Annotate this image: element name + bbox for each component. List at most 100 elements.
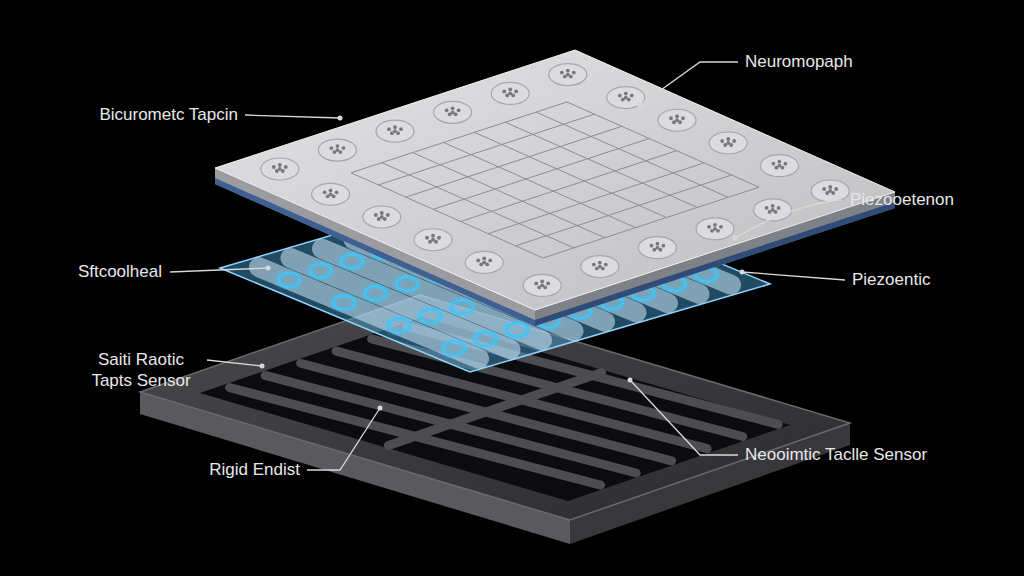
grid-line — [444, 142, 636, 227]
pad-dot — [598, 265, 602, 269]
pad-dot — [618, 94, 622, 98]
grid-line — [351, 102, 567, 173]
pad-dot — [777, 206, 781, 210]
sensor-pad — [376, 120, 414, 142]
leader-dots — [260, 103, 745, 411]
grid-line — [505, 122, 697, 207]
glow-ring — [451, 300, 473, 314]
sensor-pad — [709, 132, 747, 154]
sensor-pad — [312, 183, 350, 205]
glow-ring — [365, 286, 387, 300]
grid-line — [406, 126, 622, 197]
pad-dot — [675, 114, 679, 118]
sensor-pad — [760, 155, 798, 177]
pad-dot — [323, 190, 327, 194]
sensor-pad — [434, 101, 472, 123]
sensor-pad — [318, 139, 356, 161]
leader-line — [245, 115, 340, 118]
sensor-pad — [696, 218, 734, 240]
sensor-pad — [638, 237, 676, 259]
pad-dot — [387, 127, 391, 131]
grid-line — [536, 112, 728, 197]
pad-dot — [445, 108, 449, 112]
pad-dot — [393, 125, 397, 129]
pad-dot — [482, 257, 486, 261]
pad-dot — [572, 71, 576, 75]
pad-dot — [508, 92, 512, 96]
glow-ring — [443, 341, 465, 355]
pad-dot — [508, 88, 512, 92]
grid-line — [488, 163, 704, 234]
pad-dot — [374, 213, 378, 217]
pad-dot — [771, 204, 775, 208]
pad-dot — [437, 236, 441, 240]
pad-dot — [534, 282, 538, 286]
leader-line — [742, 272, 845, 280]
pad-dot — [822, 187, 826, 191]
pad-dot — [336, 148, 340, 152]
pad-dot — [592, 263, 596, 267]
part-label: Saiti Raotic Tapts Sensor — [82, 349, 200, 392]
pad-dot — [566, 73, 570, 77]
pad-dot — [342, 146, 346, 150]
pad-dot — [335, 190, 339, 194]
frame-strut — [336, 351, 707, 449]
pad-dot — [482, 261, 486, 265]
pad-dot — [828, 185, 832, 189]
pad-dot — [329, 192, 333, 196]
pad-dot — [457, 108, 461, 112]
grid-line — [433, 139, 649, 210]
glow-ring — [341, 254, 363, 268]
glow-ring — [506, 323, 528, 337]
grid-line — [567, 102, 759, 187]
pad-dot — [278, 163, 282, 167]
pad-dot — [329, 188, 333, 192]
leader-dot — [733, 236, 738, 241]
glow-ring — [310, 263, 332, 277]
pad-dot — [336, 144, 340, 148]
grid-line — [413, 153, 605, 238]
pad-dot — [624, 92, 628, 96]
sensor-pad — [811, 180, 849, 202]
pad-dot — [784, 162, 788, 166]
part-label: Neooimtic Taclle Sensor — [745, 444, 927, 465]
pad-dot — [624, 96, 628, 100]
part-label: Rigid Endist — [209, 459, 300, 480]
pad-dot — [675, 118, 679, 122]
leader-dot — [260, 364, 265, 369]
glow-ring — [388, 318, 410, 332]
pad-dot — [778, 160, 782, 164]
sensor-pad — [491, 82, 529, 104]
frame-strut — [388, 373, 601, 446]
pad-dot — [431, 234, 435, 238]
pad-dot — [834, 187, 838, 191]
pad-dot — [566, 69, 570, 73]
pad-dot — [476, 259, 480, 263]
grid-line — [382, 163, 574, 248]
pad-dot — [650, 244, 654, 248]
leader-dot — [378, 406, 383, 411]
plate-top — [215, 50, 895, 310]
pad-dot — [598, 261, 602, 265]
pad-dot — [726, 141, 730, 145]
pad-dot — [540, 284, 544, 288]
pad-dot — [828, 189, 832, 193]
pad-dot — [514, 90, 518, 94]
pad-dot — [713, 223, 717, 227]
pad-dot — [393, 129, 397, 133]
sensor-pad — [363, 206, 401, 228]
pad-dot — [771, 208, 775, 212]
glow-ring — [396, 277, 418, 291]
sensor-pads — [261, 64, 849, 297]
pad-dot — [669, 116, 673, 120]
pad-dot — [546, 282, 550, 286]
pad-dot — [630, 94, 634, 98]
sensor-pad — [414, 229, 452, 251]
pad-dot — [713, 227, 717, 231]
sensor-pad — [523, 274, 561, 296]
pad-dot — [720, 139, 724, 143]
pad-dot — [656, 246, 660, 250]
pad-dot — [662, 244, 666, 248]
sensor-pad — [261, 158, 299, 180]
glow-ring — [420, 309, 442, 323]
